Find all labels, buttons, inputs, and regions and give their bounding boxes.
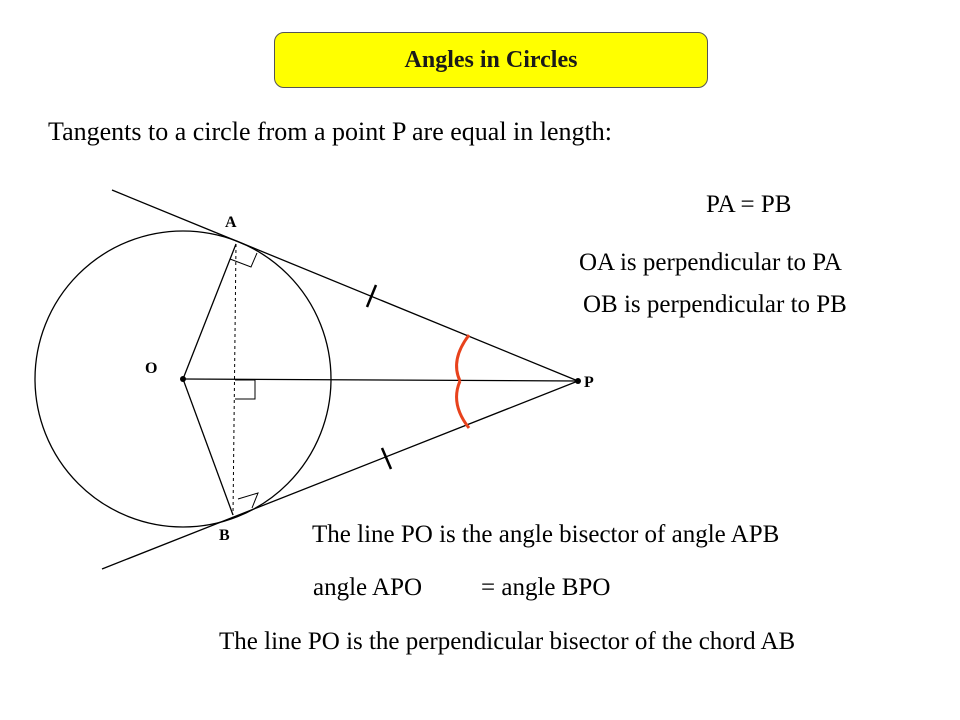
statement-angle-bisector: The line PO is the angle bisector of ang… [312,521,780,548]
tangent-line-pa [111,189,579,382]
statement-oa-perpendicular: OA is perpendicular to PA [579,249,842,276]
label-b: B [219,527,230,544]
right-angle-marker-midpoint [235,379,256,400]
title-banner: Angles in Circles [274,32,708,88]
equal-tick-pb [380,447,393,470]
label-o: O [145,360,157,377]
line-po [182,378,579,382]
angle-arc-bpo [455,380,471,429]
radius-oa [182,243,237,380]
tangent-line-pb [101,380,579,570]
angle-arc-apo [455,334,471,382]
subtitle: Tangents to a circle from a point P are … [48,117,612,146]
statement-angle-apo: angle APO [313,574,423,601]
statement-pa-equals-pb: PA = PB [706,191,792,218]
equal-tick-pa [365,284,378,308]
right-angle-marker-a [229,252,258,268]
page-title: Angles in Circles [404,46,578,73]
center-point-o [180,376,186,382]
statement-angle-bpo: = angle BPO [481,574,611,601]
radius-ob [182,378,234,516]
label-a: A [225,214,237,231]
external-point-p [575,378,581,384]
statement-ob-perpendicular: OB is perpendicular to PB [583,291,847,318]
circle [34,230,332,528]
label-p: P [584,374,594,391]
right-angle-marker-b [237,492,259,509]
statement-perpendicular-bisector: The line PO is the perpendicular bisecto… [219,628,796,655]
